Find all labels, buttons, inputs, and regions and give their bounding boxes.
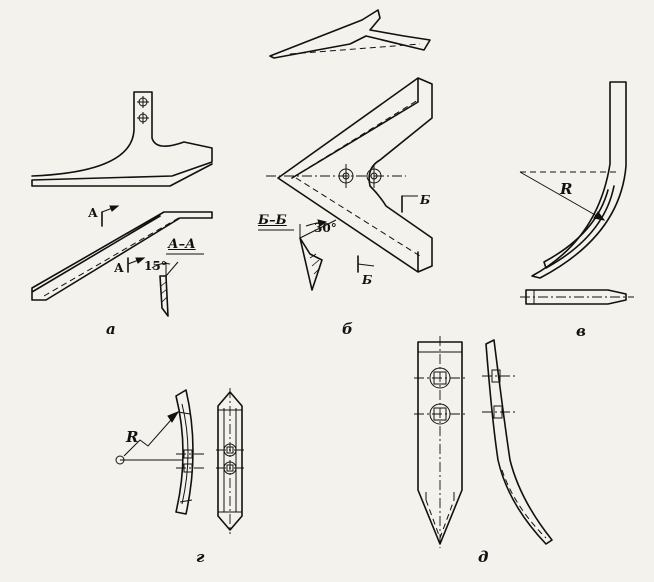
figure-d-side-view [485,339,553,545]
figure-b-section-label: Б–Б [258,213,287,228]
figure-v-radius-label: R [560,180,573,198]
figure-g-radius-label: R [126,428,139,446]
figure-a [31,91,213,317]
figure-a-cut-letter-bottom: А [114,261,124,275]
figure-a-angle-label: 15° [144,259,167,273]
figure-g-caption: г [196,548,205,566]
figure-g [115,388,246,534]
figure-a-side-view [31,91,213,187]
figure-a-cut-letter-top: А [88,206,98,220]
figure-b-section-profile [299,237,323,291]
figure-a-plan-view [31,211,213,301]
figure-a-section-label: А–А [168,237,196,252]
figure-v-tine-side [531,81,627,279]
figure-b-side-view [269,9,431,59]
figure-v [519,81,634,305]
figure-g-front-view [217,391,243,531]
figure-b-caption: б [342,320,353,338]
figure-d-front-view [417,341,463,545]
figure-b [258,9,433,291]
figure-g-side-view [175,389,194,515]
figure-a-caption: а [106,320,116,338]
figure-b-cut-letter-bottom: Б [362,273,373,287]
figure-g-radius-line [123,411,179,457]
figure-d-caption: д [478,548,489,566]
figure-v-tine-end [525,289,627,305]
figure-b-cut-letter-top: Б [420,193,431,207]
figure-d [414,336,553,548]
figure-b-plan-view [277,77,433,273]
figure-a-section-profile [159,275,169,317]
figure-b-angle-label: 30° [314,221,337,235]
figure-v-caption: в [576,322,586,340]
figure-v-radius-line [519,171,605,221]
